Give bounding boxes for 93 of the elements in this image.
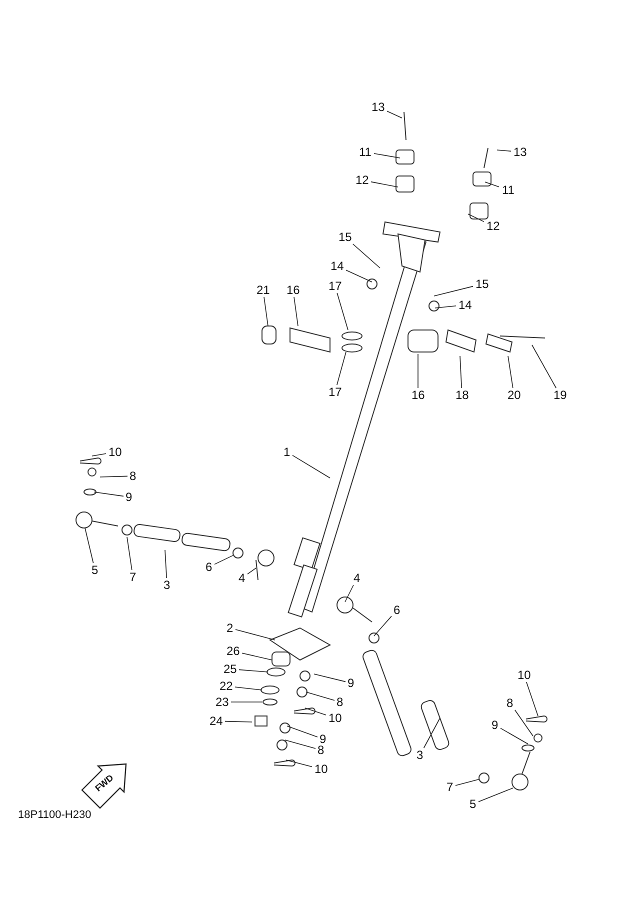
leader-line <box>92 453 106 456</box>
leader-line <box>292 454 330 478</box>
leader-line <box>374 153 400 158</box>
callout-number: 12 <box>356 173 369 187</box>
callout-number: 9 <box>126 490 132 504</box>
leader-line <box>214 554 234 565</box>
callout-number: 9 <box>348 676 354 690</box>
leader-line <box>100 476 128 478</box>
leader-line <box>346 270 372 282</box>
leader-line <box>496 150 512 152</box>
callout-number: 7 <box>446 780 454 794</box>
callout-number: 16 <box>412 388 425 402</box>
leader-line <box>224 720 252 722</box>
leader-line <box>164 550 167 578</box>
callout-number: 9 <box>320 732 326 746</box>
callout-number: 17 <box>328 385 342 399</box>
leader-line <box>508 356 514 388</box>
leader-line <box>423 718 440 748</box>
leader-line <box>314 674 346 682</box>
leader-line <box>455 778 480 786</box>
callout-number: 8 <box>336 695 344 709</box>
leader-line <box>526 682 538 716</box>
leader-line <box>344 584 354 602</box>
leader-line <box>286 760 312 768</box>
leader-line <box>336 352 346 386</box>
leader-line <box>264 296 268 326</box>
callout-number: 4 <box>354 571 360 585</box>
callout-number: 26 <box>226 644 240 658</box>
washer-part <box>232 548 244 558</box>
callout-number: 10 <box>518 668 531 682</box>
callout-number: 24 <box>210 714 223 728</box>
callout-number: 17 <box>328 279 342 293</box>
leader-line <box>434 286 474 296</box>
leader-line <box>294 296 298 326</box>
callout-number: 23 <box>216 695 229 709</box>
leader-line <box>238 669 268 672</box>
leader-line <box>386 110 402 118</box>
leader-line <box>247 568 256 574</box>
leader-line <box>304 708 326 716</box>
leader-line <box>532 344 556 388</box>
leader-line <box>234 686 262 690</box>
callout-number: 6 <box>394 603 400 617</box>
callout-number: 14 <box>330 259 344 273</box>
leader-line <box>478 788 514 802</box>
callout-number: 15 <box>476 277 489 291</box>
callout-number: 10 <box>314 762 328 776</box>
callout-number: 5 <box>92 563 98 577</box>
leader-line <box>336 292 348 330</box>
leader-line <box>460 356 462 388</box>
leader-line <box>284 740 316 749</box>
callout-number: 11 <box>359 145 372 159</box>
callout-number: 10 <box>328 711 342 725</box>
callout-number: 1 <box>284 445 290 459</box>
callout-number: 7 <box>130 570 136 584</box>
callout-number: 22 <box>220 679 233 693</box>
callout-number: 3 <box>164 578 170 592</box>
diagram-code: 18P1100-H230 <box>18 808 92 822</box>
callout-number: 19 <box>554 388 567 402</box>
callout-number: 8 <box>506 696 514 710</box>
callout-number: 8 <box>318 743 324 757</box>
callout-number: 25 <box>224 662 237 676</box>
leader-line <box>84 528 94 564</box>
leader-line <box>306 692 335 701</box>
callout-number: 18 <box>456 388 469 402</box>
callout-number: 2 <box>226 621 234 635</box>
callout-number: 15 <box>338 230 352 244</box>
callout-number: 6 <box>206 560 212 574</box>
callout-number: 13 <box>514 145 527 159</box>
leader-line <box>286 726 318 738</box>
leader-line <box>126 536 132 570</box>
washer-part <box>478 772 490 784</box>
callout-number: 10 <box>108 445 122 459</box>
callout-number: 3 <box>416 748 424 762</box>
callout-number: 5 <box>470 797 476 811</box>
leader-line <box>514 710 534 736</box>
callout-number: 9 <box>492 718 498 732</box>
callout-number: 21 <box>256 283 270 297</box>
callout-number: 20 <box>508 388 521 402</box>
leader-line <box>374 616 392 636</box>
callout-number: 11 <box>502 183 514 197</box>
callout-number: 4 <box>238 571 246 585</box>
leader-line <box>370 181 398 188</box>
leader-line <box>352 244 380 268</box>
leader-line <box>235 629 276 640</box>
callout-number: 16 <box>286 283 300 297</box>
leader-line <box>500 728 528 744</box>
callout-number: 8 <box>130 469 136 483</box>
leader-line <box>94 492 124 497</box>
leader-line <box>434 306 456 308</box>
callout-number: 14 <box>458 298 472 312</box>
leader-line <box>242 652 272 660</box>
callout-number: 13 <box>372 100 385 114</box>
callout-number: 12 <box>486 219 500 233</box>
